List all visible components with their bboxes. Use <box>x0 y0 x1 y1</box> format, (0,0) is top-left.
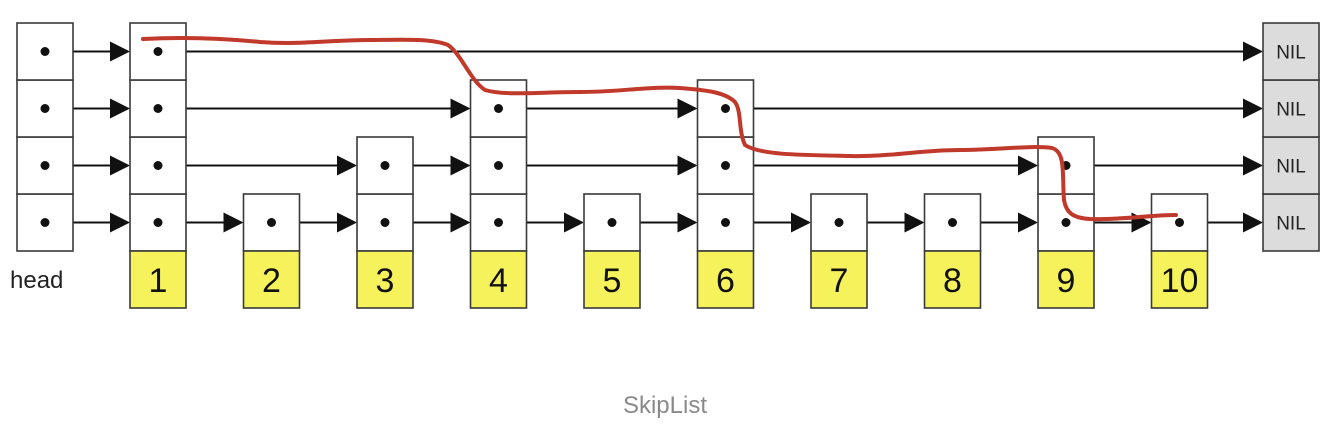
node-key-label: 10 <box>1161 262 1199 300</box>
pointer-dot <box>721 104 730 113</box>
search-path-layer <box>141 36 1178 222</box>
nil-label: NIL <box>1276 157 1306 178</box>
pointer-dot <box>948 218 957 227</box>
node-key-box <box>469 250 528 309</box>
pointer-dot <box>380 218 390 227</box>
pointer-dot <box>607 218 617 227</box>
node-key-box <box>583 250 641 309</box>
pointer-dot <box>494 104 503 113</box>
pointer-dot <box>40 161 50 170</box>
pointer-dot <box>494 218 503 227</box>
node-key-box <box>810 250 868 309</box>
pointer-dot <box>721 161 730 170</box>
pointer-dot <box>40 47 50 56</box>
node-key-label: 2 <box>262 262 281 300</box>
node-key-label: 3 <box>376 262 395 300</box>
node-key-label: 6 <box>716 262 735 300</box>
pointer-dot <box>1061 218 1071 227</box>
nil-label: NIL <box>1276 43 1306 64</box>
nil-label: NIL <box>1276 100 1306 121</box>
pointer-dot <box>40 218 50 227</box>
nil-cell <box>1262 22 1320 81</box>
pointer-dot <box>153 47 163 56</box>
node-pointer-cell <box>696 193 755 252</box>
head-pointer-cell <box>16 22 74 81</box>
nil-cell <box>1262 193 1320 252</box>
pointer-dot <box>494 161 503 170</box>
node-key-box <box>1150 250 1209 309</box>
nil-cell <box>1262 79 1320 138</box>
node-key-label: 7 <box>830 262 849 300</box>
node-key-box <box>129 250 187 309</box>
node-key-box <box>356 250 414 309</box>
pointer-dot <box>153 104 163 113</box>
pointer-dot <box>1175 218 1184 227</box>
pointer-dot <box>267 218 276 227</box>
search-path-stroke <box>141 36 1178 222</box>
head-label: head <box>10 267 63 294</box>
figure-caption: SkipList <box>622 392 708 419</box>
node-key-label: 4 <box>489 262 508 300</box>
nil-label: NIL <box>1276 214 1306 235</box>
pointer-dot <box>153 161 163 170</box>
node-key-box <box>242 250 301 309</box>
node-key-label: 9 <box>1057 262 1076 300</box>
pointer-dot <box>153 218 163 227</box>
pointer-dot <box>834 218 844 227</box>
cells-layer: head 1 2 3 4 5 6 7 8 9 10 NIL NIL NIL NIL <box>10 22 1320 309</box>
pointer-dot <box>380 161 390 170</box>
node-key-box <box>696 250 755 309</box>
nil-cell <box>1262 136 1320 195</box>
node-key-box <box>923 250 982 309</box>
pointer-dot <box>721 218 730 227</box>
node-key-label: 1 <box>149 262 168 300</box>
node-key-box <box>1037 250 1095 309</box>
node-key-label: 5 <box>603 262 622 300</box>
skiplist-diagram: head 1 2 3 4 5 6 7 8 9 10 NIL NIL NIL NIL <box>10 22 1320 309</box>
pointer-dot <box>40 104 50 113</box>
node-key-label: 8 <box>943 262 962 300</box>
